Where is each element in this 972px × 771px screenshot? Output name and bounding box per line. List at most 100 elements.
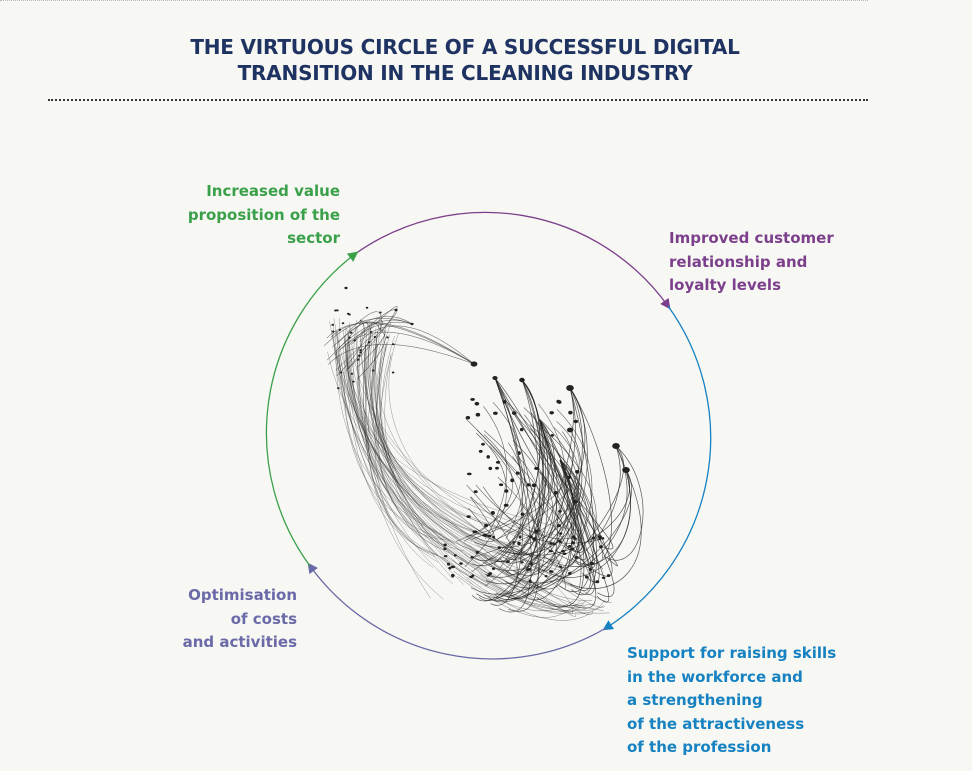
network-edge [483, 430, 596, 588]
network-edge [464, 553, 586, 609]
network-node [562, 552, 567, 555]
network-node [570, 541, 576, 545]
network-node [331, 330, 335, 333]
network-node [544, 574, 548, 578]
network-node [601, 576, 606, 580]
network-node [529, 562, 533, 566]
network-edge [539, 418, 579, 532]
network-edge [365, 339, 439, 563]
network-node [504, 489, 509, 493]
network-node [570, 547, 575, 551]
network-node [394, 308, 398, 312]
network-node [470, 556, 474, 559]
network-edge [345, 327, 438, 555]
network-edge [336, 346, 519, 598]
network-node [448, 566, 452, 570]
network-node [472, 530, 478, 534]
network-node [548, 549, 553, 553]
network-edge [464, 432, 507, 567]
network-edge [326, 322, 475, 365]
network-node [386, 336, 389, 339]
network-edge [346, 328, 546, 591]
network-node [549, 411, 554, 415]
network-node [526, 568, 530, 571]
network-edge [357, 329, 386, 368]
network-edge [337, 331, 446, 560]
network-edge [559, 459, 600, 583]
network-node [357, 354, 361, 357]
network-node [573, 419, 578, 424]
network-node [568, 571, 572, 575]
network-edge [363, 305, 398, 336]
network-edge [388, 333, 573, 587]
title-dotted-rule [48, 99, 868, 101]
network-node [470, 361, 478, 367]
network-node [334, 309, 337, 312]
network-edge [377, 343, 514, 532]
network-edge [467, 544, 593, 601]
network-node [490, 511, 495, 515]
network-edge [333, 318, 543, 592]
network-node [470, 397, 475, 401]
network-node [534, 529, 538, 533]
network-edge [468, 507, 533, 556]
network-node [573, 499, 579, 504]
network-node [520, 561, 524, 564]
network-node [410, 322, 414, 326]
network-edge [539, 419, 591, 591]
network-node [497, 546, 502, 550]
network-node [598, 545, 603, 549]
label-support-skills: Support for raising skills in the workfo… [627, 644, 837, 756]
network-node [486, 455, 490, 459]
network-edge [360, 335, 487, 569]
network-edge [384, 353, 493, 566]
network-node [357, 358, 360, 361]
network-edge [347, 344, 454, 570]
network-edge [329, 321, 434, 568]
network-node [499, 483, 504, 487]
label-increased-value: Increased value proposition of the secto… [187, 182, 340, 247]
network-node [359, 351, 362, 354]
network-node [589, 561, 595, 566]
network-node [492, 376, 498, 380]
network-edge [343, 330, 523, 535]
network-node [337, 387, 340, 390]
network-node [446, 562, 451, 566]
network-edge [346, 345, 456, 545]
network-edge [356, 327, 431, 599]
network-node [474, 401, 480, 406]
network-edge [474, 550, 572, 613]
network-node [552, 542, 557, 546]
network-edge [341, 331, 475, 365]
network-edge [457, 576, 571, 618]
network-node [512, 541, 516, 544]
arc-purple [354, 211, 671, 310]
network-node [466, 472, 472, 476]
network-edge [496, 421, 580, 540]
network-edge [350, 346, 479, 533]
network-node [511, 411, 517, 415]
network-edge [559, 459, 615, 597]
network-node [487, 534, 492, 538]
network-node [367, 341, 371, 344]
network-node [556, 399, 561, 404]
network-edge [499, 387, 586, 564]
network-node [558, 509, 562, 513]
network-edge [378, 355, 465, 552]
network-edge [365, 345, 530, 592]
network-node [505, 560, 510, 564]
network-edge [544, 429, 597, 542]
label-improved-customer: Improved customer relationship and loyal… [669, 229, 834, 294]
network-node [553, 491, 559, 495]
network-node [484, 523, 489, 528]
network-edge [331, 330, 495, 578]
network-edge [327, 351, 580, 590]
network-edge [355, 334, 464, 585]
network-node [352, 380, 355, 383]
network-node [451, 574, 455, 578]
network-node [549, 570, 554, 573]
network-graphic [323, 286, 644, 621]
network-edge [466, 456, 528, 537]
network-edge [323, 318, 413, 347]
network-edge [556, 408, 593, 552]
